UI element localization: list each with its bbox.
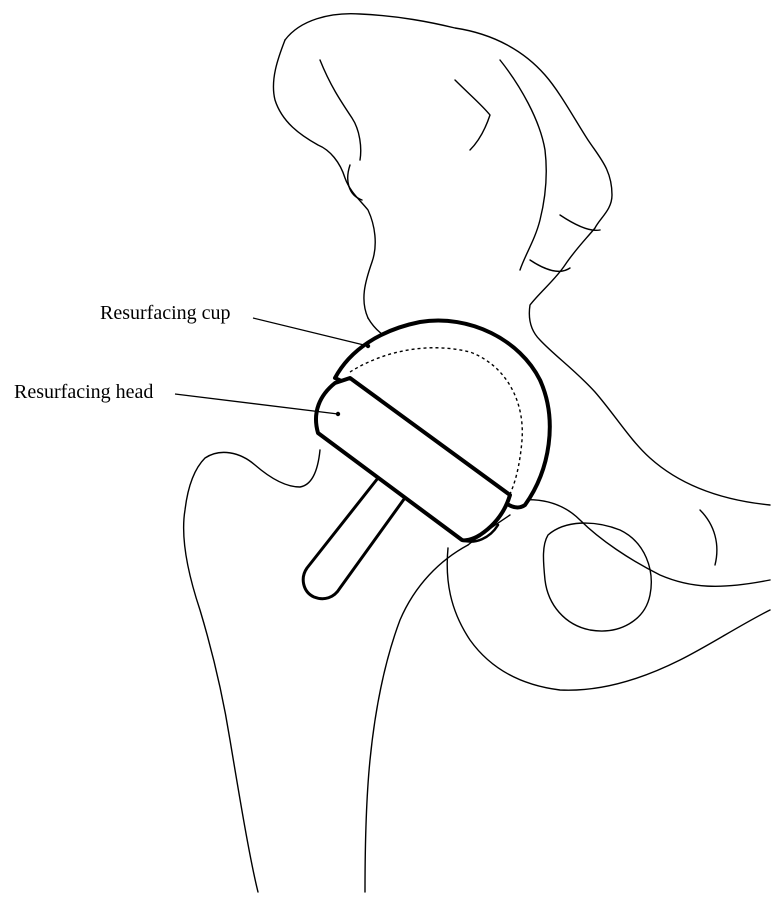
iliac-inner-edge xyxy=(273,40,375,318)
head-leader-line xyxy=(175,394,338,414)
obturator-foramen xyxy=(543,523,651,631)
head-stem xyxy=(303,478,407,599)
cup-leader-line xyxy=(253,318,368,346)
ischium-outline xyxy=(447,548,770,690)
label-resurfacing-cup: Resurfacing cup xyxy=(100,302,231,324)
pubic-body xyxy=(700,510,717,565)
femoral-shaft-medial xyxy=(365,545,468,892)
iliac-ridge xyxy=(455,80,490,150)
pubic-ramus xyxy=(520,500,770,587)
sacral-fold xyxy=(530,215,600,271)
cup-leader-dot xyxy=(366,344,370,348)
head-leader-dot xyxy=(336,412,340,416)
label-resurfacing-head: Resurfacing head xyxy=(14,381,153,403)
ilium-fossa-edge xyxy=(500,60,546,270)
greater-trochanter xyxy=(184,450,320,892)
iliac-crest-inner xyxy=(320,60,362,200)
